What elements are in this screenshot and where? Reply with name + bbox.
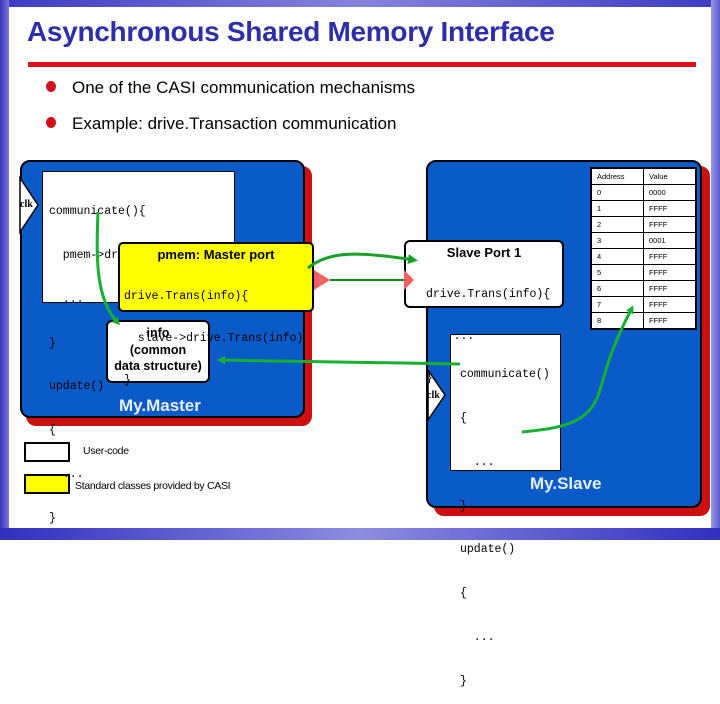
master-port-box: pmem: Master port drive.Trans(info){ sla… <box>118 242 314 387</box>
info-line: (common <box>129 342 187 357</box>
address-cell: 4 <box>590 248 644 265</box>
master-port-title: pmem: Master port <box>157 247 275 262</box>
slave-port-title: Slave Port 1 <box>446 245 522 260</box>
info-line: info <box>146 326 170 340</box>
address-cell: 8 <box>590 312 644 330</box>
code-line: ... <box>49 292 84 306</box>
value-cell: FFFF <box>643 296 697 313</box>
bullet-dot-icon <box>46 81 56 93</box>
code-line: slave->drive.Trans(info) <box>124 332 304 345</box>
master-port-out-marker <box>314 270 330 290</box>
header-address: Address <box>590 167 644 185</box>
value-cell: FFFF <box>643 216 697 233</box>
value-cell: 0000 <box>643 184 697 201</box>
address-cell: 6 <box>590 280 644 297</box>
code-line: drive.Trans(info){ <box>124 290 249 303</box>
code-line: update() <box>460 543 516 557</box>
code-line: update() <box>49 380 105 394</box>
slide-frame-right <box>711 0 720 540</box>
memory-table-header: Address Value <box>590 167 697 185</box>
header-value: Value <box>643 167 697 185</box>
legend-swatch-casi <box>24 474 70 494</box>
address-cell: 7 <box>590 296 644 313</box>
value-cell: FFFF <box>643 248 697 265</box>
address-cell: 3 <box>590 232 644 249</box>
code-line: { <box>460 587 467 601</box>
value-cell: FFFF <box>643 264 697 281</box>
code-line: ... <box>460 455 495 469</box>
address-cell: 1 <box>590 200 644 217</box>
drive-trans-arrow <box>307 252 418 270</box>
code-line: { <box>460 411 467 425</box>
bullet-dot-icon <box>46 117 56 129</box>
address-cell: 5 <box>590 264 644 281</box>
bullet-text: One of the CASI communication mechanisms <box>72 78 415 97</box>
code-line: communicate(){ <box>49 205 146 219</box>
address-cell: 2 <box>590 216 644 233</box>
slide-frame-bottom <box>0 528 720 540</box>
code-line: ... <box>49 467 84 481</box>
code-line: ... <box>426 330 475 343</box>
title-underline <box>28 62 696 67</box>
value-cell: FFFF <box>643 200 697 217</box>
legend-swatch-user-code <box>24 442 70 462</box>
code-line: } <box>49 511 56 525</box>
address-cell: 0 <box>590 184 644 201</box>
legend-label-user-code: User-code <box>83 445 129 457</box>
value-cell: FFFF <box>643 280 697 297</box>
master-module-label: My.Master <box>119 396 201 415</box>
value-cell: FFFF <box>643 312 697 330</box>
code-line: } <box>426 372 433 385</box>
slide-title: Asynchronous Shared Memory Interface <box>27 16 555 47</box>
slide-frame-left <box>0 0 9 540</box>
code-line: } <box>460 674 467 688</box>
info-data-structure-box: info (common data structure) <box>106 320 210 383</box>
code-line: } <box>49 336 56 350</box>
code-line: { <box>49 424 56 438</box>
bullet-item: Example: drive.Transaction communication <box>46 114 396 134</box>
bullet-text: Example: drive.Transaction communication <box>72 114 397 133</box>
code-line: drive.Trans(info){ <box>426 288 551 301</box>
code-line: } <box>124 374 131 387</box>
legend-label-casi: Standard classes provided by CASI <box>75 480 231 492</box>
value-cell: 0001 <box>643 232 697 249</box>
bullet-item: One of the CASI communication mechanisms <box>46 78 415 98</box>
info-line: data structure) <box>114 359 202 373</box>
master-clk-label: clk <box>20 199 33 210</box>
slide-frame-top <box>0 0 720 7</box>
code-line: ... <box>460 630 495 644</box>
slave-module-label: My.Slave <box>530 474 602 493</box>
code-line: } <box>460 499 467 513</box>
slave-port-box: Slave Port 1 drive.Trans(info){ ... } <box>404 240 564 385</box>
